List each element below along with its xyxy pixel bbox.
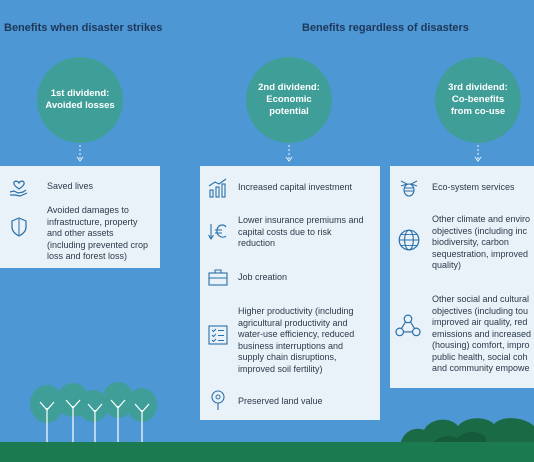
- item-text: Lower insurance premiums and capital cos…: [238, 215, 364, 249]
- arrow-down-icon: [285, 145, 293, 162]
- dividend-2-line1: 2nd dividend:: [258, 82, 320, 94]
- item-text: Other climate and enviro objectives (inc…: [432, 214, 531, 271]
- dividend-2-line2: Economic potential: [266, 94, 312, 117]
- shield-icon: [11, 217, 27, 237]
- growth-chart-icon: [208, 178, 227, 198]
- item-text: Higher productivity (including agricultu…: [238, 306, 355, 374]
- dividend-3-circle: 3rd dividend: Co-benefits from co-use: [435, 57, 521, 143]
- item-text: Saved lives: [47, 181, 94, 191]
- card-economic-potential: Increased capital investment Lower insur…: [200, 166, 380, 420]
- dividend-3-line2: Co-benefits: [451, 94, 505, 106]
- item-text: Preserved land value: [238, 396, 323, 406]
- header-left: Benefits when disaster strikes: [4, 22, 163, 34]
- trees-illustration: [30, 382, 157, 442]
- arrow-down-icon: [76, 145, 84, 162]
- item-text: Eco-system services: [432, 182, 515, 192]
- globe-icon: [398, 229, 420, 251]
- dividend-3-line1: 3rd dividend:: [448, 82, 508, 94]
- card-avoided-losses: Saved lives Avoided damages to infrastru…: [0, 166, 160, 268]
- dividend-3-line3: from co-use: [450, 105, 506, 117]
- item-text: Job creation: [238, 272, 288, 282]
- item-text: Increased capital investment: [238, 182, 353, 192]
- card-co-benefits: Eco-system services Other climate and en…: [390, 166, 534, 388]
- checklist-icon: [208, 325, 228, 345]
- saved-lives-icon: [9, 180, 28, 197]
- dividend-1-line1: 1st dividend:: [50, 88, 110, 100]
- arrow-down-icon: [474, 145, 482, 162]
- header-right: Benefits regardless of disasters: [302, 22, 469, 34]
- community-icon: [395, 314, 421, 337]
- euro-down-icon: [208, 224, 227, 241]
- dividend-1-line2: Avoided losses: [45, 100, 115, 111]
- location-pin-icon: [211, 390, 225, 410]
- dividend-2-circle: 2nd dividend: Economic potential: [246, 57, 332, 143]
- bee-icon: [400, 180, 418, 197]
- item-text: Other social and cultural objectives (in…: [432, 294, 532, 374]
- dividend-1-circle: 1st dividend: Avoided losses: [37, 57, 123, 143]
- ground: [0, 442, 534, 462]
- bushes-illustration: [400, 418, 534, 446]
- item-text: Avoided damages to infrastructure, prope…: [47, 205, 149, 262]
- briefcase-icon: [208, 269, 228, 286]
